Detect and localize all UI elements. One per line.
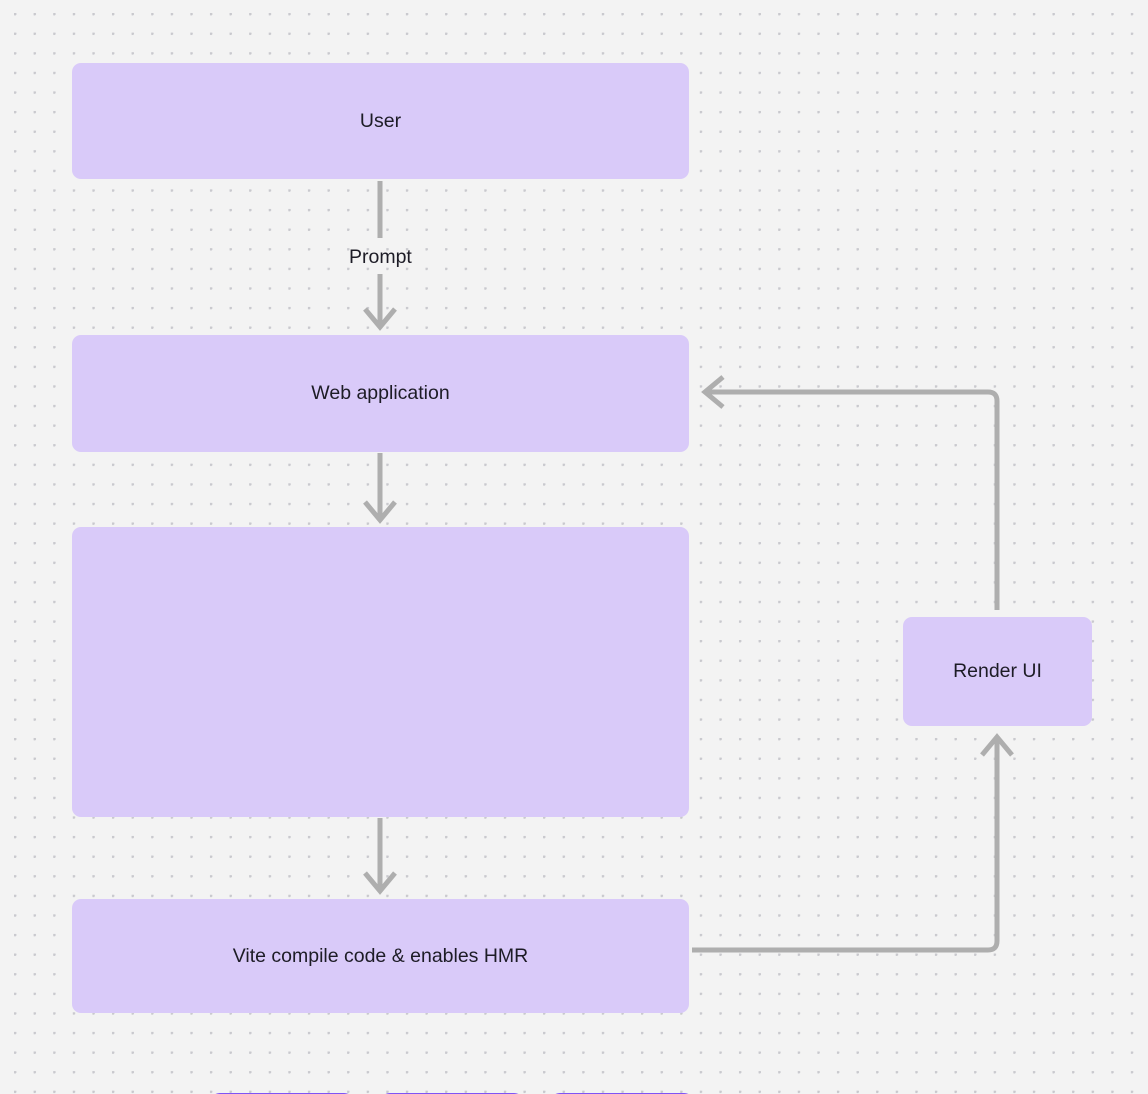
- edge-render-to-webapp: [701, 375, 1000, 610]
- edge-label-prompt: Prompt: [349, 246, 412, 268]
- arrowhead-up-icon: [980, 733, 1014, 757]
- node-user-label: User: [359, 109, 402, 132]
- edge-segment-render-up-left: [706, 389, 1000, 610]
- node-react-components-group[interactable]: HTML = structure CSS = Styles & Layouts …: [72, 527, 695, 1094]
- node-user[interactable]: User: [72, 63, 689, 179]
- node-vite[interactable]: Vite compile code & enables HMR: [72, 899, 689, 1013]
- arrowhead-down-icon: [363, 871, 397, 895]
- node-web-application-label: Web application: [311, 382, 450, 405]
- node-render-ui-label: Render UI: [953, 660, 1042, 683]
- edge-webapp-to-components: [363, 453, 397, 524]
- edge-components-to-vite: [363, 818, 397, 895]
- arrowhead-down-icon: [363, 500, 397, 524]
- arrowhead-down-icon: [363, 307, 397, 331]
- edge-segment-vite-right-up: [692, 738, 1000, 953]
- node-vite-label: Vite compile code & enables HMR: [232, 944, 529, 967]
- node-web-application[interactable]: Web application: [72, 335, 689, 452]
- arrowhead-left-icon: [701, 375, 725, 409]
- node-render-ui[interactable]: Render UI: [903, 617, 1092, 726]
- edge-vite-to-render: [692, 733, 1014, 953]
- components-inner: HTML = structure CSS = Styles & Layouts …: [72, 527, 695, 1094]
